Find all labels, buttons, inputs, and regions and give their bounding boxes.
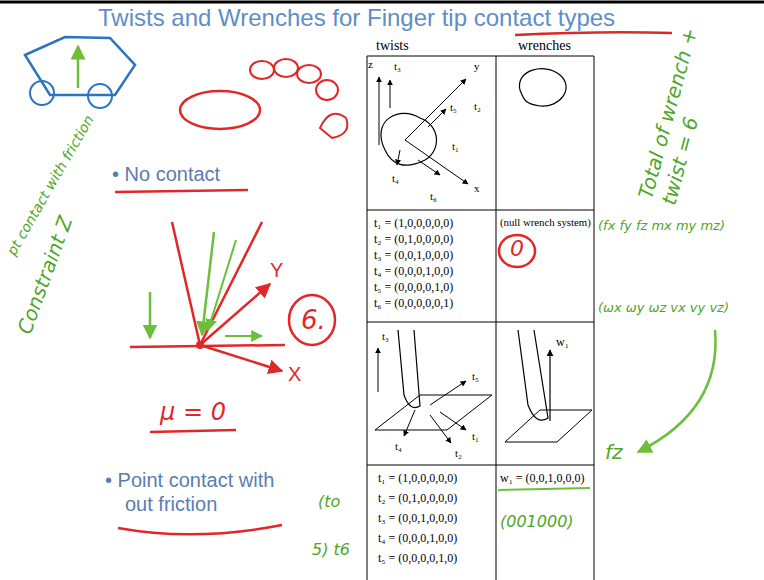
force-arrow <box>208 240 236 330</box>
wrench-vector: w₁ = (0,0,1,0,0,0) <box>500 471 585 485</box>
twist-vector: t₅ = (0,0,0,0,1,0) <box>374 280 453 294</box>
axis-label: x <box>474 182 480 195</box>
twist-label: t₅ <box>450 101 457 114</box>
twist-arrow <box>428 109 446 127</box>
underline <box>118 525 282 534</box>
twist-arrow <box>397 150 400 165</box>
table-rule <box>496 56 497 580</box>
contact-plane <box>375 395 492 430</box>
twist-vector: t₅ = (0,0,0,0,1,0) <box>378 551 457 565</box>
force-arrow <box>149 292 152 338</box>
handwritten-note: (fx fy fz mx my mz) <box>598 218 725 234</box>
underline <box>150 430 236 432</box>
twist-vector: t₄ = (0,0,0,1,0,0) <box>378 531 457 545</box>
handwritten-note: 0 <box>510 236 524 262</box>
wrench-arrow <box>549 350 550 421</box>
finger <box>398 330 420 408</box>
leader-arrow <box>638 330 716 452</box>
cone-edge <box>172 222 200 345</box>
circle-mark <box>289 295 335 345</box>
twist-label: t₅ <box>472 370 479 383</box>
handwritten-note: 6. <box>301 305 326 336</box>
axis-label: Y <box>270 258 283 282</box>
title-underline <box>515 32 672 35</box>
handwritten-note: (001000) <box>500 512 574 531</box>
force-arrow <box>77 46 80 88</box>
twist-label: t₃ <box>382 330 389 343</box>
object-blob <box>519 69 566 106</box>
twist-label: t₂ <box>474 100 481 113</box>
x-axis <box>405 140 468 184</box>
twist-label: t₄ <box>392 172 399 185</box>
finger <box>518 330 548 420</box>
x-axis <box>200 345 282 371</box>
twist-label: t₆ <box>430 190 437 203</box>
table-rule <box>367 56 594 57</box>
handwritten-note: (to <box>318 492 340 511</box>
twist-arrow <box>404 410 415 436</box>
chain-link <box>250 61 274 79</box>
twist-arrow <box>430 381 466 405</box>
twist-vector: t₁ = (1,0,0,0,0,0) <box>378 471 457 485</box>
bullet-text: • Point contact with out friction <box>105 468 295 516</box>
twist-vector: t₂ = (0,1,0,0,0,0) <box>374 232 453 246</box>
twist-label: t₁ <box>472 430 479 443</box>
contact-point <box>196 341 204 349</box>
y-axis <box>405 79 466 140</box>
handwritten-note: 5) t6 <box>312 540 350 559</box>
table-cell: (null wrench system) <box>500 216 591 229</box>
twist-vector: t₃ = (0,0,1,0,0,0) <box>378 511 457 525</box>
axis-label: z <box>368 58 373 71</box>
twist-arrow <box>440 412 466 430</box>
twist-label: t₃ <box>394 60 401 73</box>
handwritten-note: fz <box>605 440 623 464</box>
axis-label: X <box>288 362 301 386</box>
chain-link <box>316 80 338 100</box>
twist-arrow <box>390 80 391 108</box>
cone-edge <box>200 222 262 345</box>
contact-plane <box>505 410 592 442</box>
object-blob <box>381 113 437 165</box>
top-rule <box>0 1 764 4</box>
y-axis <box>200 284 270 345</box>
force-arrow <box>225 335 262 337</box>
table-rule <box>594 56 595 580</box>
fingertip <box>88 84 112 108</box>
column-header: wrenches <box>518 38 571 55</box>
underline <box>115 190 248 192</box>
twist-vector: t₄ = (0,0,0,1,0,0) <box>374 264 453 278</box>
handwritten-note: Total of wrench + twist = 6 <box>633 16 727 207</box>
twist-vector: t₁ = (1,0,0,0,0,0) <box>374 216 453 230</box>
table-rule <box>367 56 368 580</box>
twist-label: t₄ <box>395 440 402 453</box>
slide-title: Twists and Wrenches for Finger tip conta… <box>98 4 615 33</box>
circle-mark <box>499 235 535 267</box>
twist-arrow <box>378 348 379 392</box>
twist-label: t₁ <box>452 140 459 153</box>
chain-end <box>320 114 347 138</box>
twist-arrow <box>430 415 451 443</box>
axis-label: y <box>474 60 480 73</box>
twist-arrow <box>418 160 440 175</box>
table-rule <box>367 210 594 211</box>
chain-link <box>297 65 321 83</box>
underline <box>498 488 590 490</box>
z-axis <box>379 77 380 145</box>
table-rule <box>367 322 594 323</box>
wrench-label: w₁ <box>556 335 569 349</box>
object-sketch <box>180 91 260 129</box>
bullet-text: • No contact <box>112 162 220 186</box>
handwritten-note: μ = 0 <box>160 398 226 427</box>
chain-link <box>274 59 298 77</box>
column-header: twists <box>376 38 409 55</box>
handwritten-note: (ωx ωy ωz vx vy vz) <box>598 300 729 316</box>
table-rule <box>367 465 594 466</box>
fingertip <box>30 81 54 105</box>
twist-vector: t₃ = (0,0,1,0,0,0) <box>374 248 453 262</box>
grasped-object <box>25 37 135 95</box>
twist-vector: t₆ = (0,0,0,0,0,1) <box>374 296 453 310</box>
twist-label: t₂ <box>455 447 462 460</box>
twist-vector: t₂ = (0,1,0,0,0,0) <box>378 491 457 505</box>
